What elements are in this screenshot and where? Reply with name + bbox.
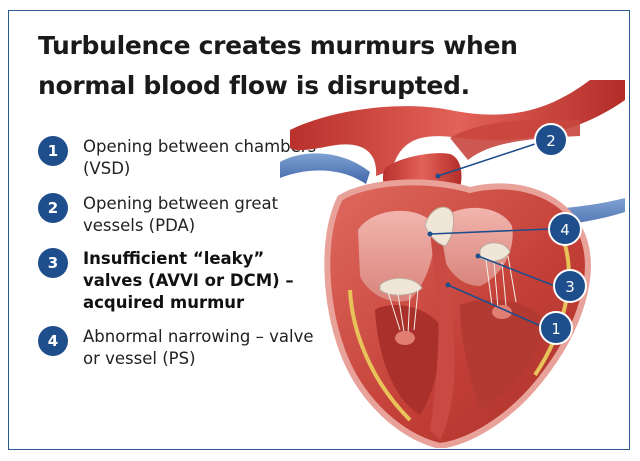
tricuspid-valve <box>479 242 511 262</box>
legend-number-2: 2 <box>38 193 68 223</box>
left-ventricle-chamber <box>375 305 441 415</box>
svg-text:2: 2 <box>546 132 556 150</box>
legend-text-1: Opening between chambers (VSD) <box>83 137 317 178</box>
fat-stripe-left <box>348 289 412 422</box>
callout-1: 1 <box>539 311 573 345</box>
svg-text:1: 1 <box>551 320 561 338</box>
svg-text:3: 3 <box>565 278 575 296</box>
right-ventricle-chamber <box>460 300 545 410</box>
papillary-muscle-right <box>492 305 512 319</box>
figure-title: Turbulence creates murmurs when normal b… <box>38 31 518 100</box>
svg-text:4: 4 <box>560 221 570 239</box>
papillary-muscle-left <box>395 331 415 345</box>
legend-item-3: 3 Insufficient “leaky” valves (AVVI or D… <box>38 248 318 314</box>
heart-outline <box>324 179 591 448</box>
callout-4: 4 <box>548 212 582 246</box>
legend-item-4: 4 Abnormal narrowing – valve or vessel (… <box>38 326 318 370</box>
callout-lines <box>429 143 556 327</box>
heart-illustration: 2 4 3 1 <box>280 80 625 448</box>
legend-text-4: Abnormal narrowing – valve or vessel (PS… <box>83 327 314 368</box>
mitral-valve <box>379 277 423 296</box>
legend-item-2: 2 Opening between great vessels (PDA) <box>38 193 318 237</box>
legend-text-3: Insufficient “leaky” valves (AVVI or DCM… <box>83 249 294 312</box>
callout-3: 3 <box>553 269 587 303</box>
aortic-valve <box>424 206 455 247</box>
legend-number-1: 1 <box>38 136 68 166</box>
aortic-arch <box>290 80 625 176</box>
legend-number-4: 4 <box>38 326 68 356</box>
left-atrium-chamber <box>358 210 434 302</box>
fat-stripe-right <box>533 244 571 377</box>
legend-item-1: 1 Opening between chambers (VSD) <box>38 136 318 180</box>
pulmonary-vein-left <box>280 153 370 184</box>
callout-dots <box>427 173 481 288</box>
callout-2: 2 <box>534 123 568 157</box>
chordae-tendineae <box>387 255 517 335</box>
septum <box>430 230 455 440</box>
legend-number-3: 3 <box>38 248 68 278</box>
legend-text-2: Opening between great vessels (PDA) <box>83 194 279 235</box>
